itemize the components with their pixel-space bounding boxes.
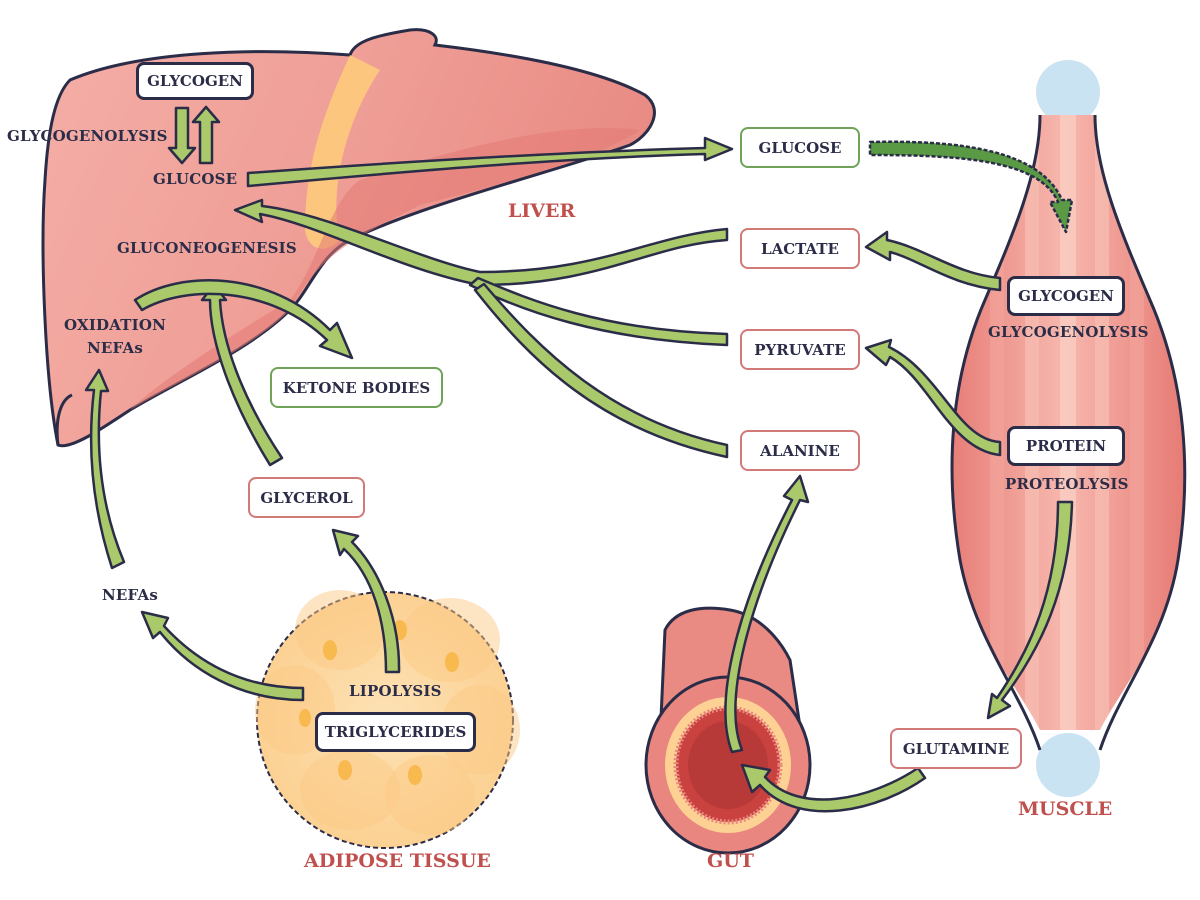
glycerol-box: GLYCEROL	[248, 477, 365, 518]
nefas-label: NEFAs	[102, 586, 158, 604]
proteolysis-label: PROTEOLYSIS	[1005, 475, 1129, 493]
arrow-alanine-to-liver	[473, 282, 729, 459]
arrow-glycogen-to-lactate	[864, 230, 1002, 292]
arrow-nefas-to-liver	[84, 368, 126, 570]
arrow-lactate-to-liver	[233, 198, 729, 287]
liver-glucose-label: GLUCOSE	[153, 170, 238, 188]
arrow-liver-glucose-to-blood	[246, 136, 734, 188]
arrow-glutamine-to-gut	[740, 763, 927, 813]
arrow-oxidation-to-ketones	[133, 279, 354, 360]
oxidation-label: OXIDATION	[64, 316, 167, 334]
gut-organ	[644, 606, 812, 855]
arrow-lipolysis-to-glycerol	[331, 528, 401, 674]
arrow-proteolysis-to-glutamine	[986, 500, 1074, 720]
flow-arrows	[84, 105, 1074, 813]
liver-glycogen-box: GLYCOGEN	[136, 62, 254, 100]
ketone-bodies-box: KETONE BODIES	[270, 367, 443, 408]
pyruvate-box: PYRUVATE	[740, 329, 860, 370]
arrow-pyruvate-to-liver	[468, 276, 729, 347]
muscle-glycogen-box: GLYCOGEN	[1007, 276, 1125, 316]
adipose-organ-label: ADIPOSE TISSUE	[304, 850, 491, 872]
triglycerides-box: TRIGLYCERIDES	[315, 712, 476, 752]
arrow-gut-to-alanine	[724, 474, 810, 754]
arrow-glucose-to-muscle-dashed	[868, 140, 1074, 234]
arrow-glycogen-to-glucose	[167, 106, 197, 165]
liver-organ-label: LIVER	[508, 200, 576, 222]
arrow-protein-to-pyruvate	[864, 338, 1002, 457]
glutamine-box: GLUTAMINE	[890, 728, 1022, 769]
liver-glycogenolysis-label: GLYCOGENOLYSIS	[7, 127, 168, 145]
alanine-box: ALANINE	[740, 430, 860, 471]
gluconeogenesis-label: GLUCONEOGENESIS	[117, 239, 297, 257]
muscle-glycogenolysis-label: GLYCOGENOLYSIS	[988, 323, 1149, 341]
lactate-box: LACTATE	[740, 228, 860, 269]
blood-glucose-box: GLUCOSE	[740, 127, 860, 168]
arrow-glucose-to-glycogen	[191, 105, 221, 165]
muscle-organ-label: MUSCLE	[1018, 798, 1113, 820]
lipolysis-label: LIPOLYSIS	[349, 682, 442, 700]
gut-organ-label: GUT	[707, 850, 754, 872]
oxidation-nefas-label: NEFAs	[87, 339, 143, 357]
arrow-triglycerides-to-nefas	[140, 610, 305, 702]
protein-box: PROTEIN	[1007, 426, 1125, 466]
